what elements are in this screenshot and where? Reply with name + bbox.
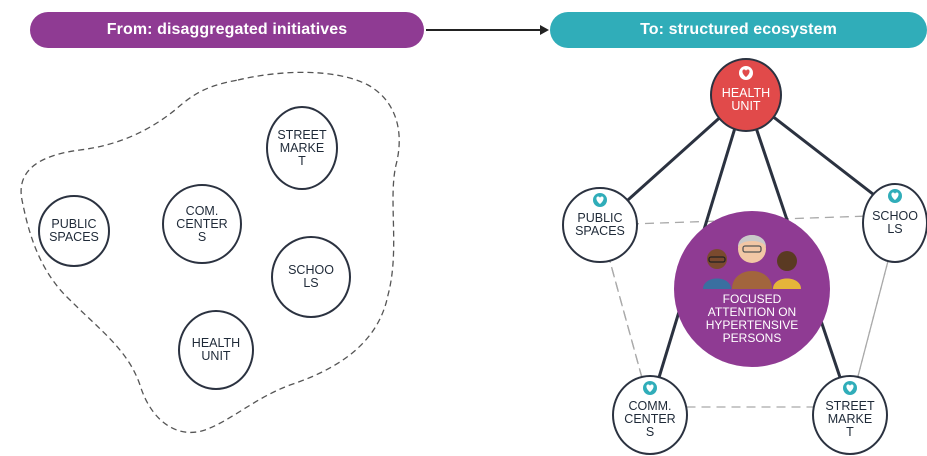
right-public-spaces-label: PUBLIC SPACES <box>575 211 625 238</box>
left-health-unit-label: HEALTH UNIT <box>191 336 241 363</box>
transition-arrowhead <box>540 25 549 35</box>
heart-icon <box>593 193 607 207</box>
right-schools-label: SCHOO LS <box>872 209 918 236</box>
heart-icon <box>888 189 902 203</box>
center-focus-label: FOCUSED ATTENTION ON HYPERTENSIVE PERSON… <box>705 292 799 345</box>
from-banner: From: disaggregated initiatives <box>30 12 424 48</box>
heart-icon <box>643 381 657 395</box>
people-icon <box>703 235 801 289</box>
left-node-health-unit: HEALTH UNIT <box>178 310 254 390</box>
center-focus-circle: FOCUSED ATTENTION ON HYPERTENSIVE PERSON… <box>674 211 830 367</box>
right-node-comm-centers: COMM. CENTER S <box>612 375 688 455</box>
left-schools-label: SCHOO LS <box>288 263 334 290</box>
right-street-market-label: STREET MARKE T <box>825 398 875 439</box>
left-node-schools: SCHOO LS <box>271 236 351 318</box>
right-comm-centers-label: COMM. CENTER S <box>624 398 676 439</box>
left-node-street-market: STREET MARKE T <box>266 106 338 190</box>
right-health-unit-label: HEALTH UNIT <box>721 86 771 113</box>
right-node-street-market: STREET MARKE T <box>812 375 888 455</box>
left-node-com-centers: COM. CENTER S <box>162 184 242 264</box>
to-banner: To: structured ecosystem <box>550 12 927 48</box>
left-public-spaces-label: PUBLIC SPACES <box>49 217 99 244</box>
left-node-public-spaces: PUBLIC SPACES <box>38 195 110 267</box>
heart-icon <box>739 66 753 80</box>
heart-icon <box>843 381 857 395</box>
right-node-public-spaces: PUBLIC SPACES <box>562 187 638 263</box>
left-street-market-label: STREET MARKE T <box>277 127 327 168</box>
dashed-cluster-outline <box>20 71 400 433</box>
left-com-centers-label: COM. CENTER S <box>176 203 228 244</box>
right-node-health-unit: HEALTH UNIT <box>710 58 782 132</box>
right-node-schools: SCHOO LS <box>862 183 927 263</box>
